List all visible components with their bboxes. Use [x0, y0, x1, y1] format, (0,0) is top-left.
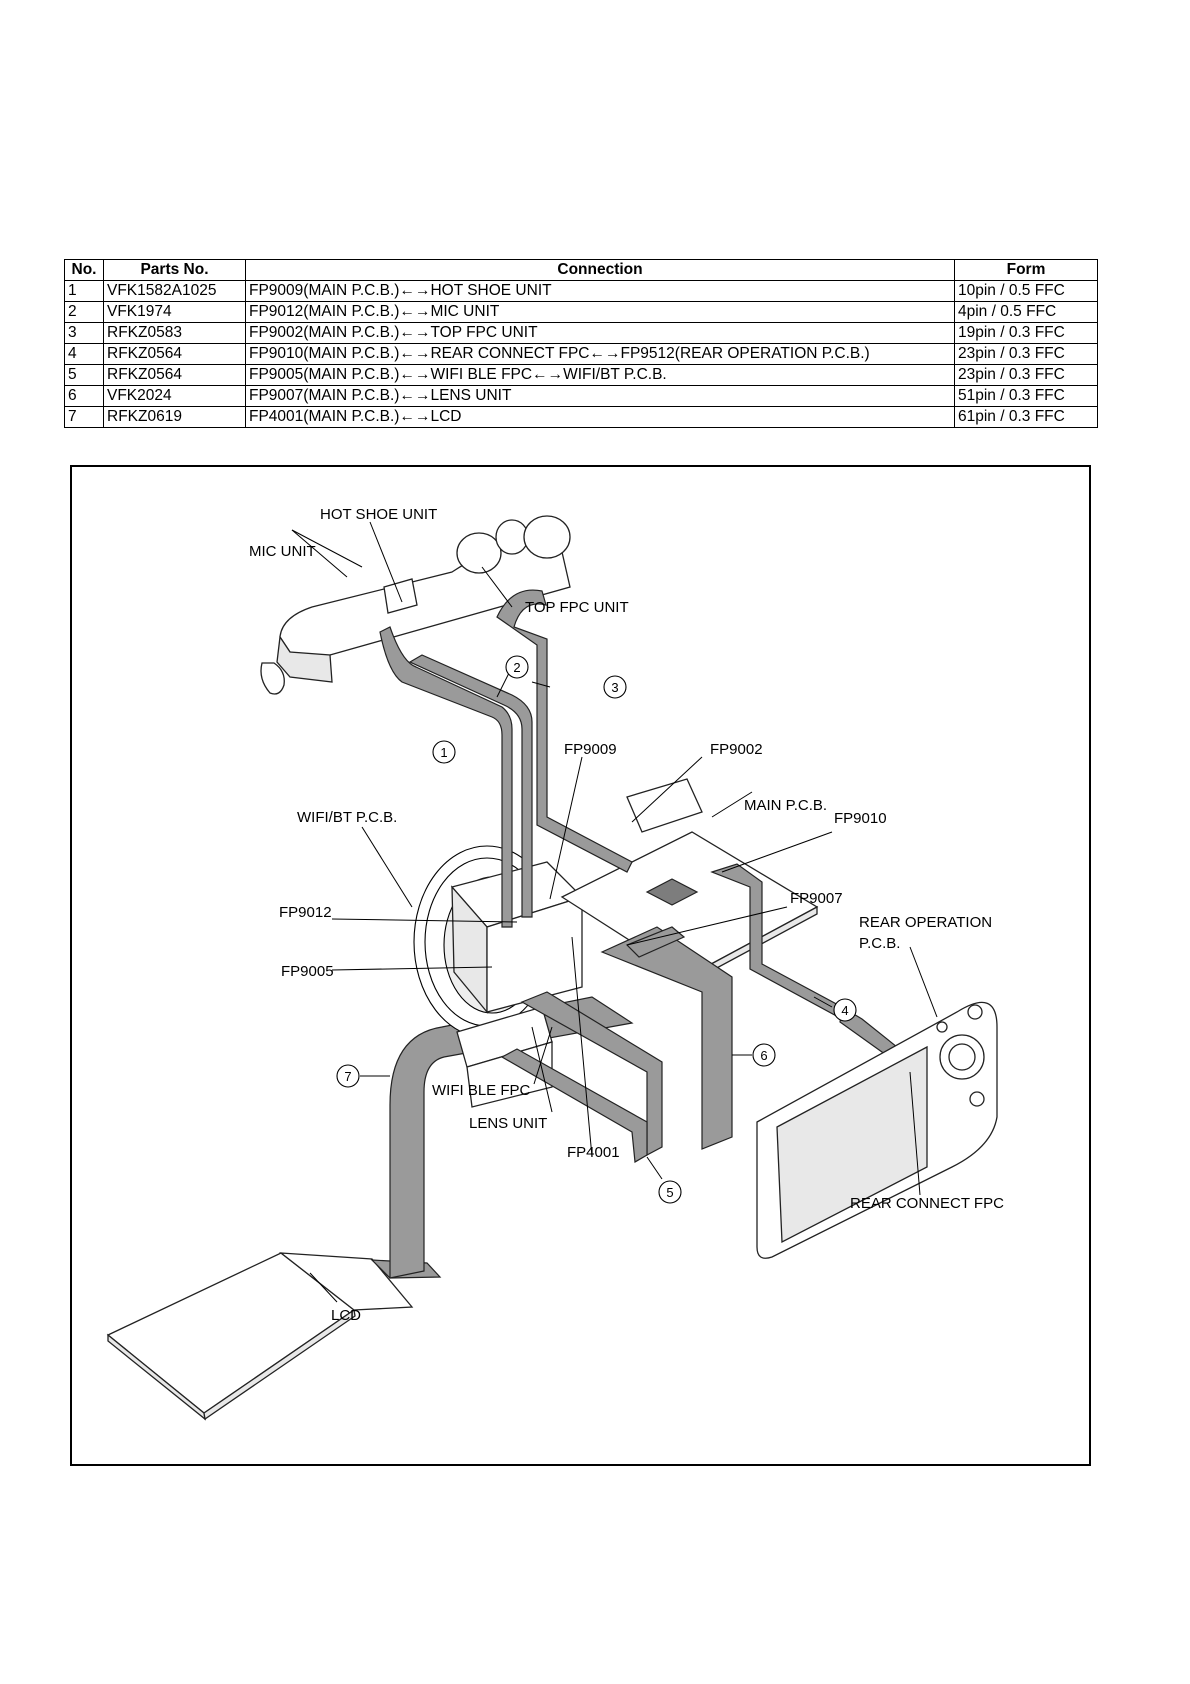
label-fp4001: FP4001	[567, 1144, 620, 1161]
cell-no: 3	[64, 322, 104, 344]
cell-no: 1	[64, 280, 104, 302]
parts-table: No. Parts No. Connection Form 1 VFK1582A…	[64, 259, 1098, 428]
cell-part: RFKZ0564	[103, 364, 246, 386]
cell-form: 23pin / 0.3 FFC	[954, 343, 1098, 365]
label-rear-operation-pcb-line1: REAR OPERATION	[859, 914, 992, 931]
callout-7-text: 7	[344, 1069, 351, 1084]
table-row: 3 RFKZ0583 FP9002(MAIN P.C.B.)←→TOP FPC …	[64, 322, 1098, 344]
wiring-diagram: 1 2 3 4 5 6 7 HOT SHOE UNIT MIC UNIT TOP…	[106, 506, 1004, 1421]
cell-form: 4pin / 0.5 FFC	[954, 301, 1098, 323]
callout-4-text: 4	[841, 1003, 848, 1018]
callout-6-text: 6	[760, 1048, 767, 1063]
fpc-2	[408, 654, 533, 918]
cell-part: VFK1582A1025	[103, 280, 246, 302]
callout-7	[336, 1064, 360, 1088]
callout-3-text: 3	[611, 680, 618, 695]
label-top-fpc-unit: TOP FPC UNIT	[525, 599, 629, 616]
cell-form: 23pin / 0.3 FFC	[954, 364, 1098, 386]
label-mic-unit: MIC UNIT	[249, 543, 316, 560]
cell-part: VFK1974	[103, 301, 246, 323]
cell-form: 10pin / 0.5 FFC	[954, 280, 1098, 302]
cell-part: VFK2024	[103, 385, 246, 407]
lens-unit-block	[450, 861, 584, 1108]
cell-no: 7	[64, 406, 104, 428]
cell-part: RFKZ0564	[103, 343, 246, 365]
lcd-panel	[106, 1252, 414, 1421]
cell-connection: FP9012(MAIN P.C.B.)←→MIC UNIT	[245, 301, 955, 323]
label-rear-operation-pcb-line2: P.C.B.	[859, 935, 900, 952]
label-fp9012: FP9012	[279, 904, 332, 921]
table-row: 5 RFKZ0564 FP9005(MAIN P.C.B.)←→WIFI BLE…	[64, 364, 1098, 386]
callouts: 1 2 3 4 5 6 7	[336, 655, 857, 1204]
diagram-labels: HOT SHOE UNIT MIC UNIT TOP FPC UNIT FP90…	[249, 506, 1004, 1324]
label-fp9009: FP9009	[564, 741, 617, 758]
callout-6	[752, 1043, 776, 1067]
cell-form: 19pin / 0.3 FFC	[954, 322, 1098, 344]
header-connection: Connection	[245, 259, 955, 281]
top-cover	[260, 515, 571, 695]
fpc-3	[496, 589, 633, 873]
cell-no: 6	[64, 385, 104, 407]
label-rear-connect-fpc: REAR CONNECT FPC	[850, 1195, 1004, 1212]
cell-no: 5	[64, 364, 104, 386]
fpc-1	[379, 626, 513, 928]
header-parts-no: Parts No.	[103, 259, 246, 281]
cell-connection: FP9010(MAIN P.C.B.)←→REAR CONNECT FPC←→F…	[245, 343, 955, 365]
fpc-5	[500, 991, 663, 1163]
label-lcd: LCD	[331, 1307, 361, 1324]
callout-2	[505, 655, 529, 679]
table-row: 7 RFKZ0619 FP4001(MAIN P.C.B.)←→LCD 61pi…	[64, 406, 1098, 428]
callout-5	[658, 1180, 682, 1204]
diagram-frame: 1 2 3 4 5 6 7 HOT SHOE UNIT MIC UNIT TOP…	[70, 465, 1091, 1466]
cell-part: RFKZ0583	[103, 322, 246, 344]
cell-form: 51pin / 0.3 FFC	[954, 385, 1098, 407]
callout-1-text: 1	[440, 745, 447, 760]
label-lens-unit: LENS UNIT	[469, 1115, 547, 1132]
cell-form: 61pin / 0.3 FFC	[954, 406, 1098, 428]
table-row: 4 RFKZ0564 FP9010(MAIN P.C.B.)←→REAR CON…	[64, 343, 1098, 365]
rear-frame	[756, 1001, 998, 1259]
callout-5-text: 5	[666, 1185, 673, 1200]
callout-2-text: 2	[513, 660, 520, 675]
label-main-pcb: MAIN P.C.B.	[744, 797, 827, 814]
cell-connection: FP4001(MAIN P.C.B.)←→LCD	[245, 406, 955, 428]
callout-4	[833, 998, 857, 1022]
label-wifi-bt-pcb: WIFI/BT P.C.B.	[297, 809, 397, 826]
label-fp9005: FP9005	[281, 963, 334, 980]
label-fp9010: FP9010	[834, 810, 887, 827]
callout-1	[432, 740, 456, 764]
table-row: 1 VFK1582A1025 FP9009(MAIN P.C.B.)←→HOT …	[64, 280, 1098, 302]
cell-connection: FP9005(MAIN P.C.B.)←→WIFI BLE FPC←→WIFI/…	[245, 364, 955, 386]
cell-part: RFKZ0619	[103, 406, 246, 428]
leader-lines	[291, 521, 938, 1303]
cell-connection: FP9007(MAIN P.C.B.)←→LENS UNIT	[245, 385, 955, 407]
cell-connection: FP9002(MAIN P.C.B.)←→TOP FPC UNIT	[245, 322, 955, 344]
label-wifi-ble-fpc: WIFI BLE FPC	[432, 1082, 531, 1099]
table-row: 6 VFK2024 FP9007(MAIN P.C.B.)←→LENS UNIT…	[64, 385, 1098, 407]
cell-no: 4	[64, 343, 104, 365]
label-fp9002: FP9002	[710, 741, 763, 758]
header-form: Form	[954, 259, 1098, 281]
header-no: No.	[64, 259, 104, 281]
label-fp9007: FP9007	[790, 890, 843, 907]
cell-connection: FP9009(MAIN P.C.B.)←→HOT SHOE UNIT	[245, 280, 955, 302]
callout-3	[603, 675, 627, 699]
label-hot-shoe-unit: HOT SHOE UNIT	[320, 506, 437, 523]
table-header-row: No. Parts No. Connection Form	[64, 259, 1098, 281]
cell-no: 2	[64, 301, 104, 323]
table-row: 2 VFK1974 FP9012(MAIN P.C.B.)←→MIC UNIT …	[64, 301, 1098, 323]
